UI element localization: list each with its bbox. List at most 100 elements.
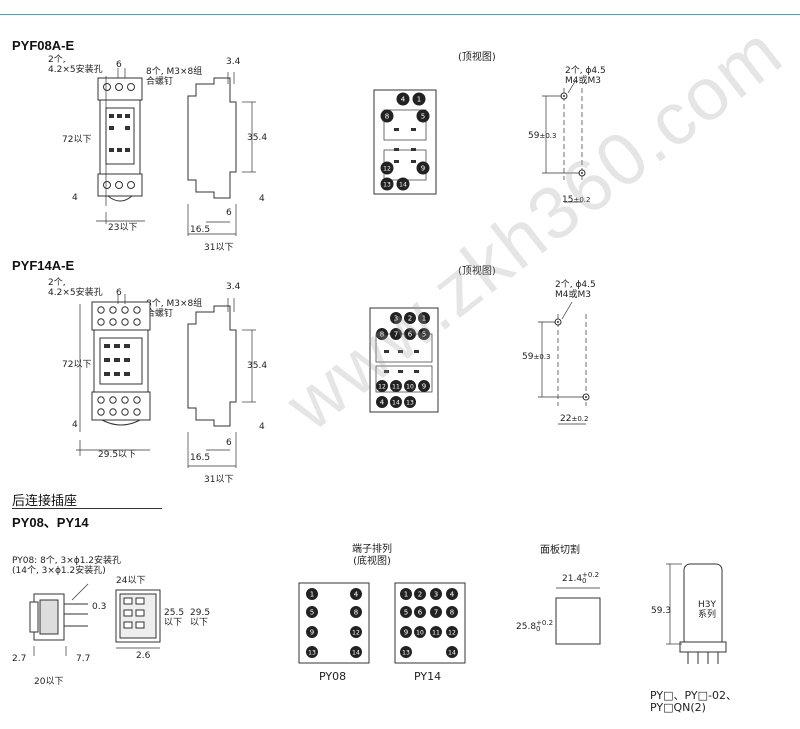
terminal-pin — [380, 109, 394, 123]
hole-note: 2个, 4.2×5安装孔 — [48, 55, 103, 76]
terminal-pin-label: 7 — [434, 609, 438, 617]
terminal-pin-label: 14 — [392, 400, 400, 407]
dim-label: 25.8+0.2 0 — [516, 620, 553, 633]
dim-tolerance: ±0.2 — [573, 196, 591, 204]
terminal-pin — [306, 606, 318, 618]
mount-note: 2个, ϕ4.5 M4或M3 — [555, 280, 596, 301]
dim-tolerance: +0.2 0 — [536, 619, 554, 634]
terminal-pin-label: 5 — [421, 113, 425, 121]
terminal-pin-label: 8 — [354, 609, 358, 617]
terminal-pin — [418, 380, 430, 392]
terminal-pin-label: 14 — [399, 182, 407, 189]
terminal-pin — [400, 606, 412, 618]
dim-label: 20以下 — [34, 677, 64, 687]
terminal-pin-label: 5 — [404, 609, 408, 617]
panel-cut-title: 面板切割 — [540, 545, 580, 556]
dim-label: 4 — [259, 422, 265, 432]
terminal-pin — [396, 177, 410, 191]
terminal-pin-label: 12 — [448, 630, 456, 637]
terminal-pin — [306, 588, 318, 600]
dim-label: 3.4 — [226, 57, 241, 67]
section-underline — [12, 508, 162, 509]
top-view-label: (顶视图) — [458, 52, 496, 63]
bottom-models: PY□、PY□-02、 PY□QN(2) — [650, 689, 737, 715]
section-models: PY08、PY14 — [12, 515, 89, 530]
terminal-pin — [414, 626, 426, 638]
terminal-pin-label: 13 — [406, 400, 414, 407]
terminal-pin-label: 11 — [392, 384, 400, 391]
terminal-pin-label: 4 — [380, 399, 385, 407]
dim-value: 59 — [528, 131, 540, 141]
dim-label: 4 — [72, 420, 78, 430]
dim-label: 72以下 — [62, 360, 92, 370]
terminal-pin-label: 13 — [402, 650, 410, 657]
rear-socket-front-view — [115, 589, 161, 649]
header-rule — [0, 14, 800, 15]
terminal-pin — [430, 626, 442, 638]
pyf08-front-view — [97, 77, 143, 202]
terminal-pin — [390, 396, 402, 408]
pyf08-front-dims — [96, 68, 145, 224]
terminal-pin-label: 4 — [450, 591, 455, 599]
terminal-pin-label: 6 — [418, 609, 423, 617]
dim-value: 25.8 — [516, 621, 537, 632]
screw-note: 8个, M3×8组 合螺钉 — [146, 299, 203, 320]
rear-socket-side-view — [29, 583, 89, 656]
py14-label: PY14 — [414, 670, 442, 683]
terminal-pin — [400, 626, 412, 638]
terminal-pin-label: 9 — [404, 629, 408, 637]
terminal-pin — [380, 177, 394, 191]
terminal-pin-label: 1 — [404, 591, 408, 599]
dim-label: 3.4 — [226, 282, 241, 292]
terminal-pin-label: 10 — [406, 384, 414, 391]
dim-value: 21.4 — [562, 573, 583, 584]
terminal-pin — [306, 626, 318, 638]
terminal-pin — [414, 588, 426, 600]
terminal-pin — [350, 626, 362, 638]
dim-label: 29.5 以下 — [190, 608, 211, 629]
h3y-timer-drawing — [666, 563, 727, 664]
terminal-pin — [446, 626, 458, 638]
terminal-pin-label: 8 — [385, 113, 389, 121]
terminal-pin — [404, 380, 416, 392]
terminal-pin-label: 1 — [310, 591, 314, 599]
panel-cut-drawing — [555, 587, 601, 645]
dim-label: 6 — [226, 208, 232, 218]
dim-tolerance: ±0.3 — [533, 353, 551, 361]
terminal-pin-label: 14 — [352, 650, 360, 657]
dim-label: 24以下 — [116, 576, 146, 586]
dim-label: 2.6 — [136, 651, 151, 661]
terminal-pin-label: 1 — [422, 315, 426, 323]
dim-label: 59.3 — [651, 606, 672, 616]
dim-label: 31以下 — [204, 475, 234, 485]
dim-label: 35.4 — [247, 133, 268, 143]
terminal-pin — [404, 312, 416, 324]
terminal-pin — [350, 588, 362, 600]
dim-label: 6 — [116, 60, 122, 70]
mount-note: 2个, ϕ4.5 M4或M3 — [565, 66, 606, 87]
dim-label: 72以下 — [62, 135, 92, 145]
terminal-pin — [376, 396, 388, 408]
terminal-pin-label: 1 — [417, 96, 421, 104]
terminal-pin-label: 2 — [408, 315, 412, 323]
dim-tolerance: ±0.2 — [571, 415, 589, 423]
terminal-pin — [376, 328, 388, 340]
terminal-pin-label: 12 — [352, 630, 360, 637]
terminal-pin — [414, 606, 426, 618]
dim-label: 35.4 — [247, 361, 268, 371]
dim-value: 15 — [562, 195, 574, 205]
terminal-pin-label: 8 — [450, 609, 454, 617]
rear-hole-note: PY08: 8个, 3×ϕ1.2安装孔 (14个, 3×ϕ1.2安装孔) — [12, 556, 122, 577]
dim-value: 22 — [560, 414, 572, 424]
terminal-pin-label: 5 — [310, 609, 314, 617]
dim-label: 2.7 — [12, 654, 27, 664]
top-view-label: (顶视图) — [458, 266, 496, 277]
dim-label: 4 — [259, 194, 265, 204]
terminal-pin — [416, 109, 430, 123]
pyf08-mount-drawing — [542, 79, 586, 203]
terminal-pin — [390, 328, 402, 340]
terminal-pin-label: 10 — [416, 630, 424, 637]
section-title-pyf14: PYF14A-E — [12, 258, 75, 273]
